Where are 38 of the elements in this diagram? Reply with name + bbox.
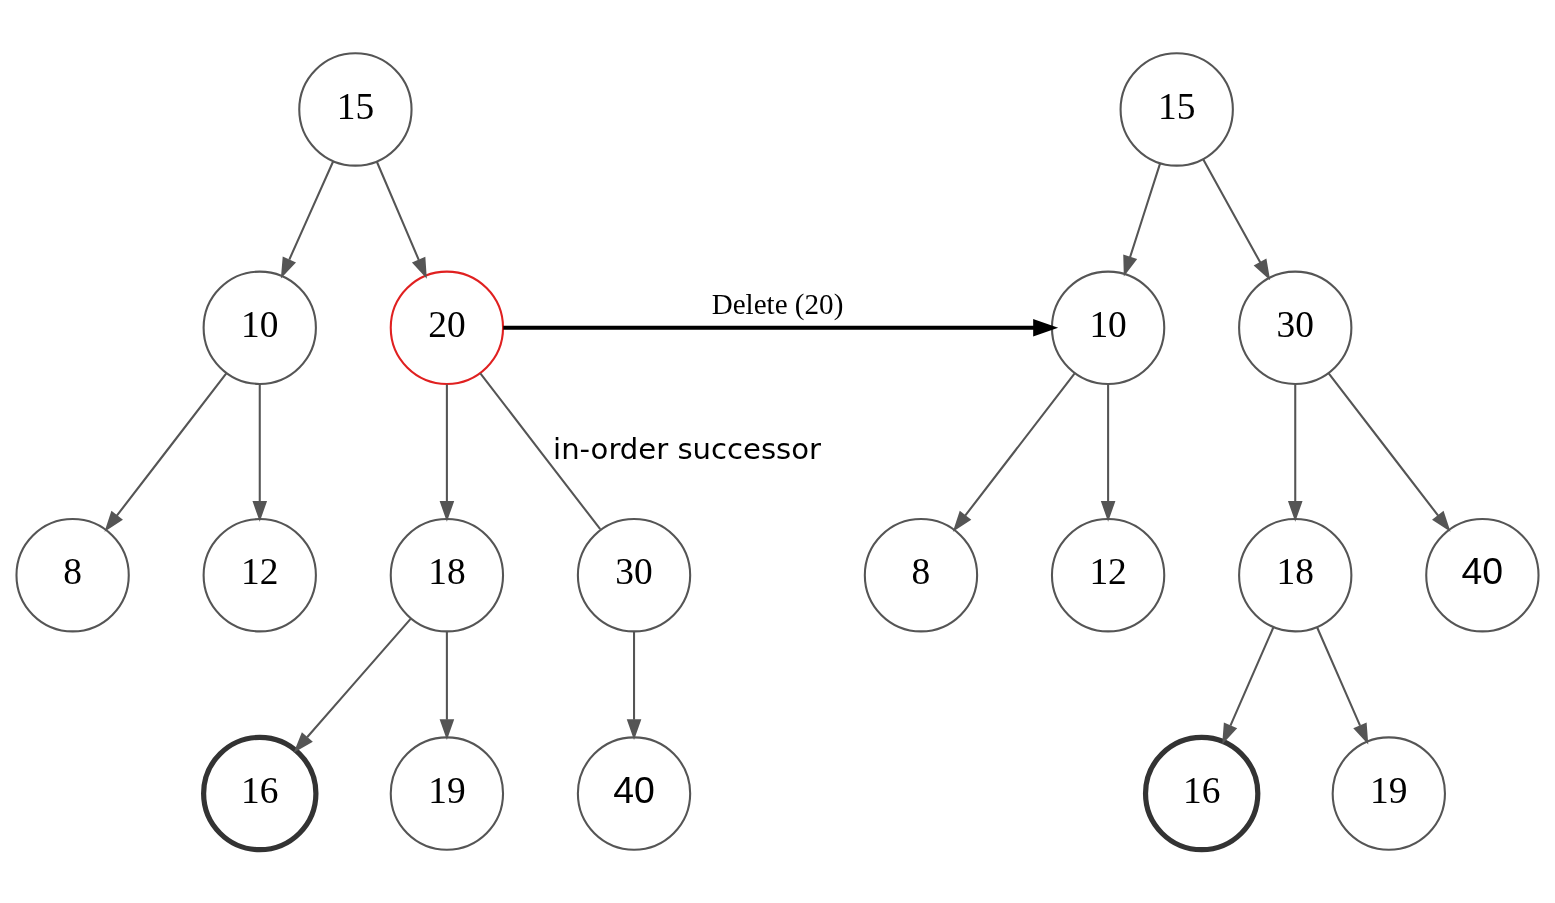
node-circle: 8 bbox=[863, 518, 979, 633]
arrow bbox=[375, 161, 427, 279]
node-circle: 8 bbox=[15, 518, 130, 633]
arrow bbox=[952, 372, 1076, 532]
arrow bbox=[439, 384, 455, 522]
node-circle: 12 bbox=[1050, 518, 1166, 633]
node-circle: 10 bbox=[1050, 270, 1166, 385]
arrow bbox=[1222, 627, 1275, 745]
node-circle: 20 bbox=[389, 270, 505, 385]
node-circle: 40 bbox=[576, 736, 692, 851]
arrow bbox=[1327, 372, 1451, 532]
arrow bbox=[1123, 163, 1162, 277]
edge-label: Delete (20) bbox=[711, 287, 844, 320]
arrow bbox=[439, 631, 455, 741]
arrow bbox=[1316, 627, 1369, 745]
node-circle: 30 bbox=[1238, 270, 1353, 385]
arrow bbox=[293, 617, 412, 753]
arrow bbox=[503, 319, 1059, 337]
arrow bbox=[104, 372, 228, 532]
node-circle: 19 bbox=[389, 736, 505, 851]
node-circle: 15 bbox=[1119, 52, 1234, 167]
arrow bbox=[626, 631, 642, 741]
arrow bbox=[1100, 384, 1116, 522]
arrow bbox=[1202, 158, 1271, 281]
edge-label: in-order successor bbox=[553, 432, 822, 467]
node-circle: 18 bbox=[389, 518, 505, 633]
node-circle: 18 bbox=[1238, 518, 1353, 633]
node-circle: 30 bbox=[576, 518, 692, 633]
node-circle: 10 bbox=[202, 270, 317, 385]
node-circle: 19 bbox=[1331, 736, 1446, 851]
node-circle: 12 bbox=[202, 518, 317, 633]
node-circle: 40 bbox=[1425, 518, 1540, 633]
arrow bbox=[252, 384, 268, 522]
node-circle: 16 bbox=[1142, 734, 1261, 853]
connector bbox=[479, 372, 602, 530]
arrow bbox=[280, 160, 335, 279]
arrow bbox=[1287, 384, 1303, 522]
node-circle: 15 bbox=[298, 52, 413, 167]
